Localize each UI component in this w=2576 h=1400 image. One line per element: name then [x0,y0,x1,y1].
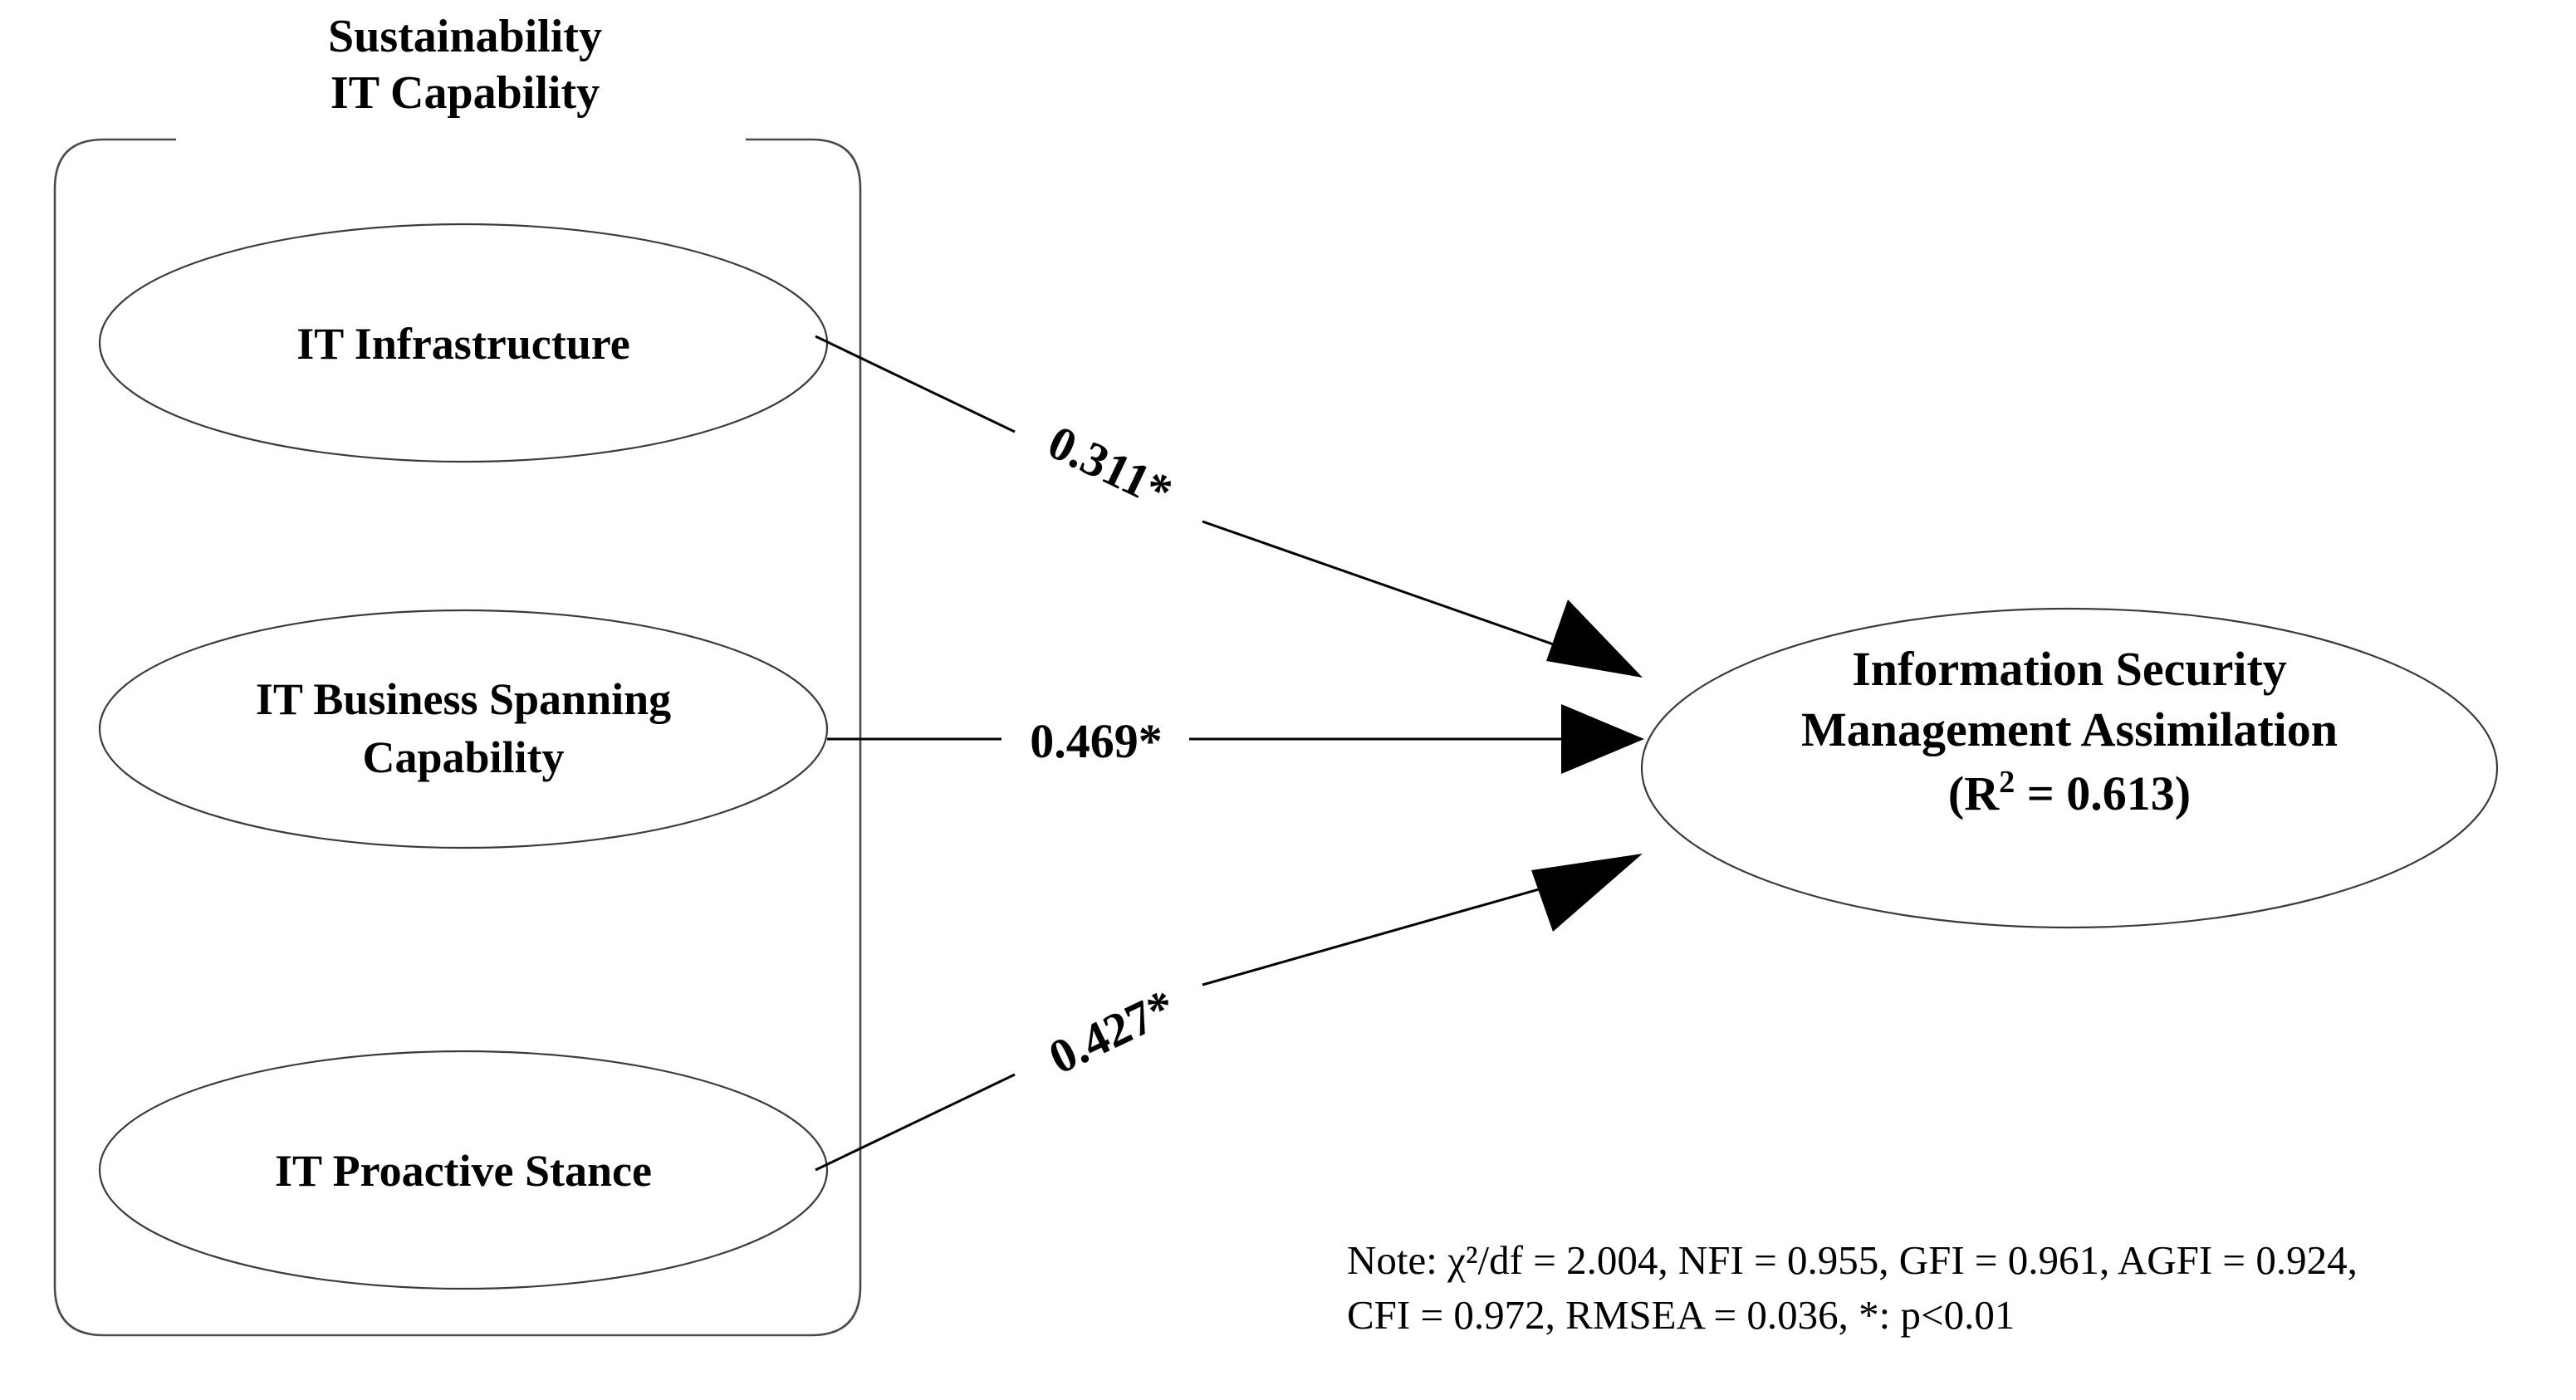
node-it-business-spanning-capability-label-line2: Capability [362,732,564,782]
sustainability-it-capability-frame [53,138,862,1337]
node-it-infrastructure-label: IT Infrastructure [296,319,630,369]
arrow-head-it-infrastructure [1546,600,1643,678]
note-line-1: Note: χ²/df = 2.004, NFI = 0.955, GFI = … [1347,1237,2358,1283]
node-outcome-r-squared: (R2 = 0.613) [1948,765,2191,820]
node-it-business-spanning-capability[interactable] [98,609,829,849]
group-title-line2: IT Capability [331,67,600,119]
path-line-it-proactive-stance-a [815,1073,1016,1172]
note-line-2: CFI = 0.972, RMSEA = 0.036, *: p<0.01 [1347,1292,2015,1338]
coefficient-label-it-proactive-stance: 0.427* [1041,979,1183,1084]
node-outcome-label-line2: Management Assimilation [1801,702,2338,756]
r-squared-suffix: = 0.613) [2015,766,2191,820]
node-information-security-management-assimilation[interactable] [1640,607,2499,929]
path-line-it-infrastructure-a [815,335,1016,433]
node-it-proactive-stance-label: IT Proactive Stance [275,1146,652,1196]
coefficient-label-it-infrastructure: 0.311* [1040,414,1180,519]
coefficient-label-it-business-spanning: 0.469* [1030,714,1163,768]
group-title-line1: Sustainability [328,11,602,62]
arrow-head-it-proactive-stance [1531,854,1643,932]
node-outcome-label-line1: Information Security [1852,642,2287,696]
arrow-head-it-business-spanning [1561,704,1644,774]
r-squared-prefix: (R [1948,766,2000,820]
node-it-business-spanning-capability-label-line1: IT Business Spanning [256,674,671,724]
r-squared-superscript: 2 [1999,765,2015,800]
node-it-proactive-stance[interactable] [98,1050,829,1290]
